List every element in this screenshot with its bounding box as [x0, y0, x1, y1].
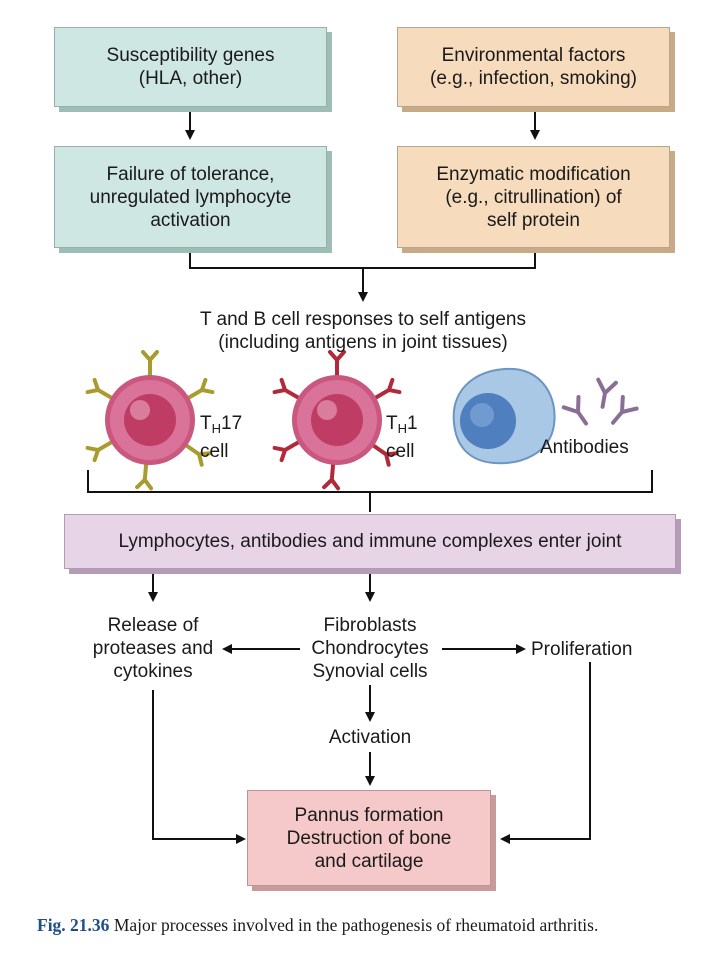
th17-sub: H [211, 421, 221, 436]
arrow-release-to-pannus [152, 690, 246, 844]
release-line-3: cytokines [113, 661, 193, 682]
th17-word: cell [200, 441, 229, 462]
th1-sub: H [397, 421, 407, 436]
responses-line-2: (including antigens in joint tissues) [218, 332, 508, 353]
pannus-line-2: Destruction of bone [286, 827, 452, 849]
figure-caption: Fig. 21.36 Major processes involved in t… [37, 914, 687, 936]
immune-responses-text: T and B cell responses to self antigens … [150, 308, 576, 354]
figure-caption-text: Major processes involved in the pathogen… [113, 915, 599, 935]
antibodies-label: Antibodies [540, 437, 629, 458]
pannus-line-3: and cartilage [314, 850, 424, 872]
fibroblasts-line-1: Fibroblasts [323, 615, 417, 636]
enzymatic-line-1: Enzymatic modification [436, 163, 631, 185]
failure-line-2: unregulated lymphocyte [89, 186, 292, 208]
th1-t: T [386, 413, 398, 434]
pannus-formation-box: Pannus formation Destruction of bone and… [247, 790, 491, 886]
th17-num: 17 [221, 413, 243, 434]
figure-label: Fig. 21.36 [37, 915, 110, 935]
merge-bracket-top [189, 248, 536, 269]
proliferation-label: Proliferation [531, 639, 633, 660]
pannus-line-1: Pannus formation [294, 804, 444, 826]
th17-t: T [200, 413, 212, 434]
enter-joint-text: Lymphocytes, antibodies and immune compl… [118, 531, 622, 552]
enter-joint-box: Lymphocytes, antibodies and immune compl… [64, 514, 676, 569]
release-line-2: proteases and [92, 638, 214, 659]
failure-line-1: Failure of tolerance, [106, 163, 275, 185]
environmental-line-2: (e.g., infection, smoking) [430, 68, 637, 89]
release-label: Release of proteases and cytokines [73, 614, 233, 683]
susceptibility-line-1: Susceptibility genes [106, 45, 275, 66]
environmental-line-1: Environmental factors [441, 45, 626, 66]
th1-cell-icon [272, 350, 402, 491]
failure-line-3: activation [150, 209, 231, 231]
failure-of-tolerance-box: Failure of tolerance, unregulated lympho… [54, 146, 327, 248]
activation-label: Activation [328, 727, 412, 748]
susceptibility-genes-box: Susceptibility genes (HLA, other) [54, 27, 327, 107]
enzymatic-line-2: (e.g., citrullination) of [445, 186, 622, 208]
merge-bracket-cells [87, 470, 653, 493]
fibroblasts-line-2: Chondrocytes [311, 638, 429, 659]
th17-cell-icon [85, 350, 215, 491]
th1-word: cell [386, 441, 415, 462]
antibodies-icon [561, 377, 639, 426]
th17-cell-label: TH17 cell [200, 412, 242, 463]
th1-cell-label: TH1 cell [386, 412, 418, 463]
fibroblasts-label: Fibroblasts Chondrocytes Synovial cells [290, 614, 450, 683]
environmental-factors-box: Environmental factors (e.g., infection, … [397, 27, 670, 107]
enzymatic-line-3: self protein [487, 209, 580, 231]
fibroblasts-line-3: Synovial cells [312, 661, 428, 682]
plasma-cell-icon [452, 367, 556, 465]
enzymatic-modification-box: Enzymatic modification (e.g., citrullina… [397, 146, 670, 248]
release-line-1: Release of [107, 615, 199, 636]
responses-line-1: T and B cell responses to self antigens [199, 309, 526, 330]
arrow-proliferation-to-pannus [500, 662, 591, 844]
th1-num: 1 [407, 413, 418, 434]
susceptibility-line-2: (HLA, other) [138, 68, 243, 89]
